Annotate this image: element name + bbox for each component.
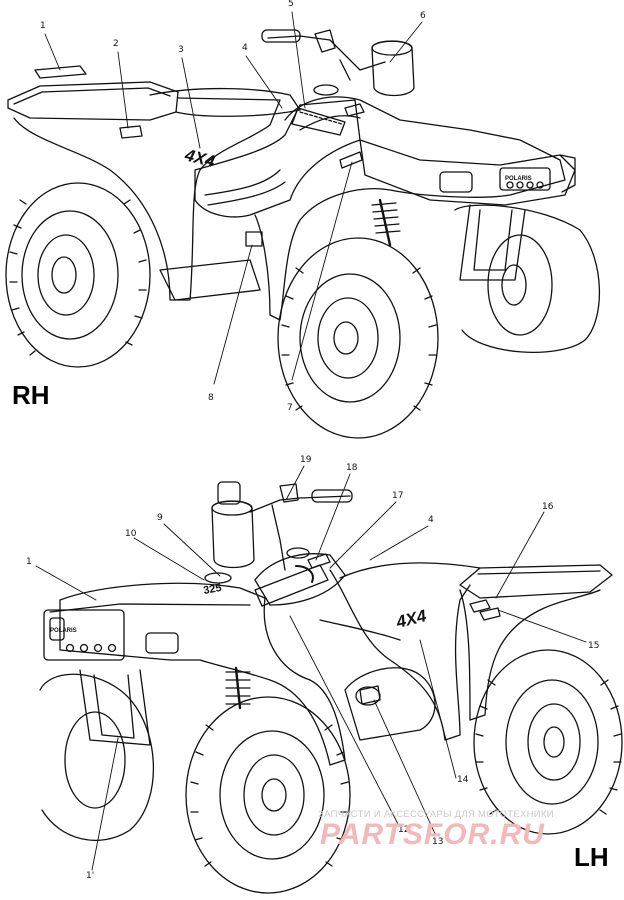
rh-callout-8: 8 — [208, 393, 214, 403]
lh-fuel-tank — [254, 553, 346, 606]
decal-text: 4X4 POLARIS 4X4 POLARIS 325 — [50, 145, 532, 634]
lh-callout-15: 15 — [588, 641, 600, 651]
lh-callout-14: 14 — [457, 775, 469, 785]
lh-headlight-bar — [43, 609, 125, 661]
rh-leader-lines — [44, 11, 423, 385]
rh-front-wheel — [277, 237, 439, 439]
rh-front-fender — [254, 96, 566, 321]
rh-seat — [149, 87, 301, 117]
lh-callout-9: 9 — [157, 513, 163, 523]
rh-far-wheel — [454, 204, 601, 353]
rh-decal-7 — [339, 151, 363, 169]
lh-atv-drawing — [39, 481, 623, 894]
rh-callout-4: 4 — [242, 43, 248, 53]
rh-callout-5: 5 — [288, 0, 294, 9]
lh-decal-16 — [469, 599, 491, 613]
watermark-tagline: ЗАПЧАСТИ И АКСЕССУАРЫ ДЛЯ МОТОТЕХНИКИ — [318, 809, 554, 820]
rh-rear-wheel — [5, 182, 151, 368]
rh-callout-2: 2 — [113, 39, 119, 49]
lh-callout-18: 18 — [346, 463, 358, 473]
lh-seat — [339, 562, 481, 579]
lh-leader-lines — [35, 465, 587, 871]
lh-decal-15 — [479, 607, 501, 621]
rh-4x4-decal: 4X4 — [182, 145, 217, 171]
rh-fuel-decal — [291, 107, 346, 136]
lh-decal-13 — [359, 685, 381, 705]
lh-body-panel — [329, 569, 471, 741]
lh-callout-16: 16 — [542, 502, 554, 512]
rh-decal-2 — [119, 125, 143, 139]
lh-headlight-pod — [211, 500, 255, 569]
lh-callout-1-prime: 1' — [86, 871, 95, 881]
lh-callout-13: 13 — [432, 837, 444, 847]
rh-callout-1: 1 — [40, 21, 46, 31]
watermark-logo: PARTSFOR.RU — [320, 818, 545, 851]
lh-model-decal: 325 — [202, 582, 222, 597]
lh-handlebar — [249, 495, 351, 513]
lh-callout-1: 1 — [26, 557, 32, 567]
rh-headlight-pod — [371, 40, 415, 97]
rh-rear-rack — [7, 81, 179, 121]
lh-callout-19: 19 — [300, 455, 312, 465]
lh-rear-fender — [459, 589, 601, 721]
lh-side-label: LH — [574, 842, 609, 872]
rh-callout-6: 6 — [420, 11, 426, 21]
rh-decal-6 — [344, 103, 365, 117]
lh-front-wheel — [185, 696, 351, 894]
lh-rear-wheel — [473, 649, 623, 835]
rh-front-rack — [359, 139, 576, 206]
lh-callout-17: 17 — [392, 491, 404, 501]
lh-fuel-decal — [254, 564, 329, 607]
rh-callout-3: 3 — [178, 45, 184, 55]
rh-body-panel — [194, 99, 361, 218]
lh-brand-decal: POLARIS — [50, 628, 77, 634]
lh-model-decal-oval — [204, 572, 232, 584]
lh-4x4-decal: 4X4 — [393, 606, 428, 632]
lh-rear-rack — [459, 564, 613, 599]
rh-side-label: RH — [12, 380, 50, 410]
lh-far-front-wheel — [39, 673, 155, 842]
rh-decal-1 — [34, 65, 87, 79]
lh-callout-4: 4 — [428, 515, 434, 525]
lh-callout-12: 12 — [398, 825, 410, 835]
lh-decal-18 — [307, 553, 331, 569]
rh-atv-drawing — [5, 29, 601, 439]
rh-callout-7: 7 — [287, 403, 293, 413]
rh-handlebar — [267, 35, 386, 71]
rh-decal-8 — [245, 231, 263, 247]
rh-brand-decal: POLARIS — [505, 176, 532, 182]
lh-callout-10: 10 — [125, 529, 137, 539]
lh-front-fender — [59, 582, 346, 766]
